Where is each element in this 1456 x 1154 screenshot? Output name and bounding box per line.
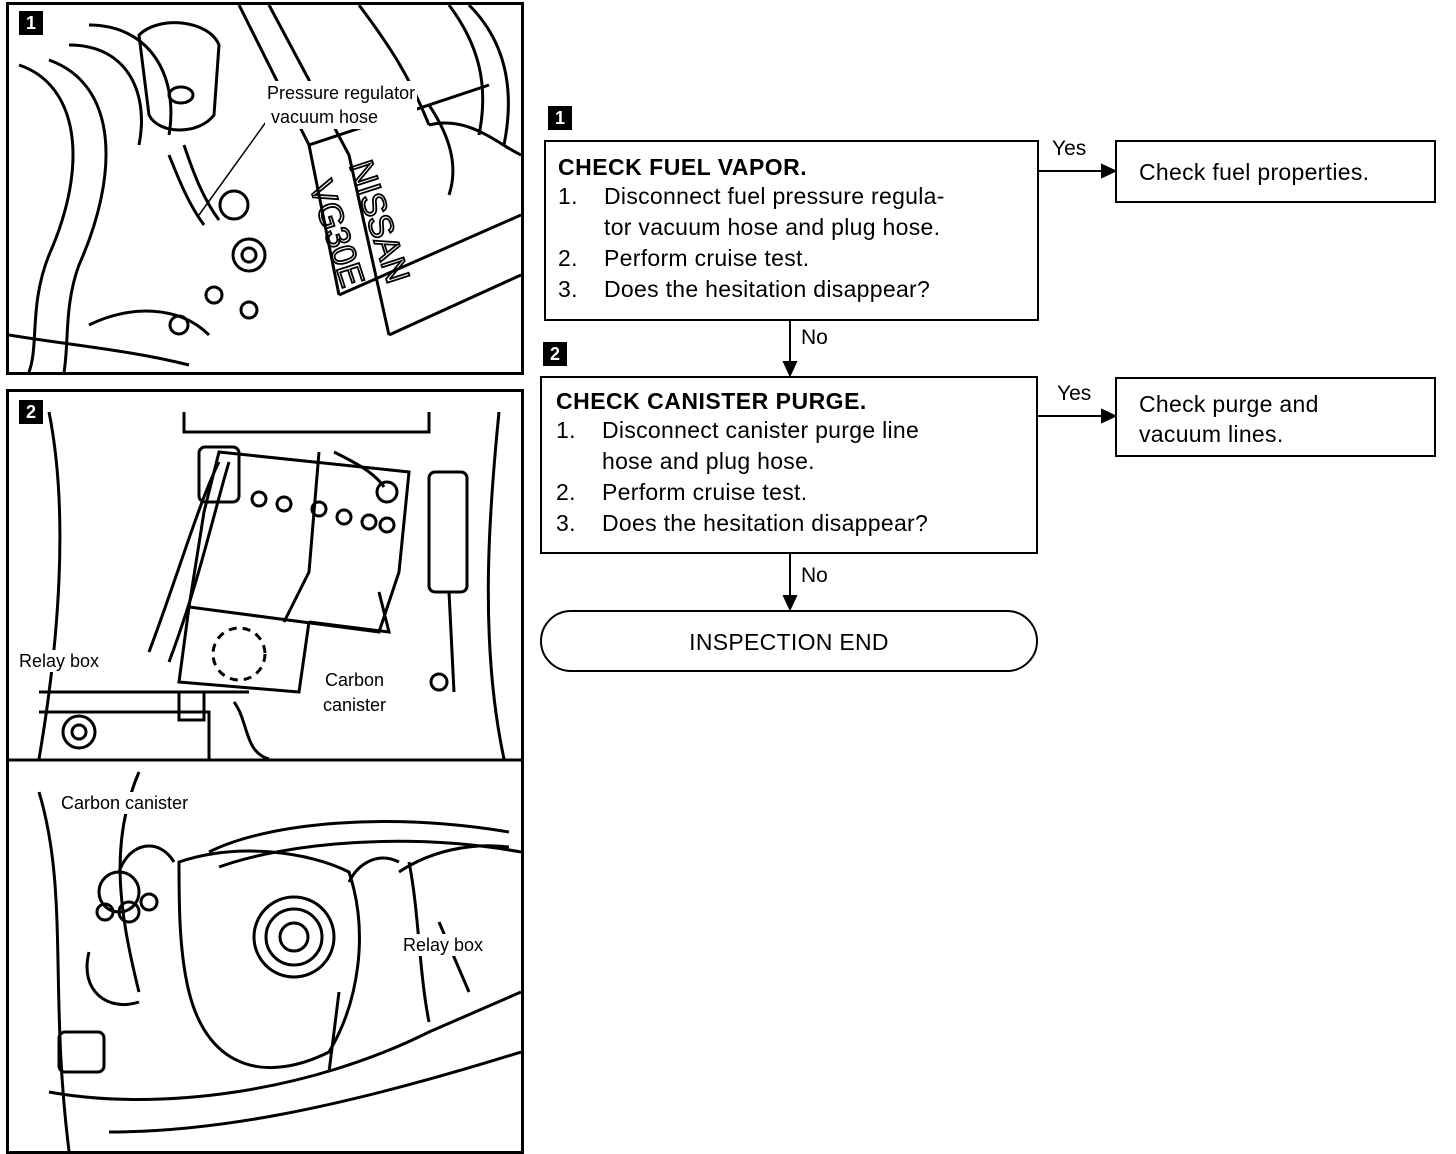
step-1-yes-label: Yes xyxy=(1052,137,1087,160)
step-2-item: 1.Disconnect canister purge line xyxy=(556,417,920,443)
step-1-yes-result-box: Check fuel properties. xyxy=(1115,140,1436,203)
label-pressure-regulator-vacuum-hose: Pressure regulator vacuum hose xyxy=(265,81,418,129)
yes-arrowhead-2 xyxy=(1101,408,1118,424)
inspection-end-terminal: INSPECTION END xyxy=(540,610,1038,672)
label-carbon-canister-top: Carbon canister xyxy=(321,668,389,718)
step-2-yes-label: Yes xyxy=(1057,382,1092,405)
step-badge-1: 1 xyxy=(548,106,572,130)
step-2-item: 2.Perform cruise test. xyxy=(556,479,808,505)
step-1-item: 1.Disconnect fuel pressure regula- xyxy=(558,183,945,209)
step-2-no-label: No xyxy=(801,564,828,587)
yes-arrowhead-1 xyxy=(1101,163,1118,179)
step-1-box: CHECK FUEL VAPOR. 1.Disconnect fuel pres… xyxy=(544,140,1039,321)
engine-illustration-2 xyxy=(9,411,521,1151)
step-2-item: 3.Does the hesitation disappear? xyxy=(556,510,929,536)
illustration-panel-2: 2 Relay box Carbon canister Carbon canis… xyxy=(6,389,524,1154)
step-2-item: hose and plug hose. xyxy=(602,448,815,474)
step-1-yes-result: Check fuel properties. xyxy=(1139,159,1370,185)
step-1-item: tor vacuum hose and plug hose. xyxy=(604,214,941,240)
step-2-yes-result-box: Check purge and vacuum lines. xyxy=(1115,377,1436,457)
label-carbon-canister-bottom: Carbon canister xyxy=(59,792,191,814)
step-2-yes-result-line: vacuum lines. xyxy=(1139,421,1284,447)
step-2-title: CHECK CANISTER PURGE. xyxy=(556,388,867,414)
step-2-yes-result-line: Check purge and xyxy=(1139,391,1319,417)
step-badge-2: 2 xyxy=(543,342,567,366)
no-arrowhead-1 xyxy=(782,361,798,378)
step-2-box: CHECK CANISTER PURGE. 1.Disconnect canis… xyxy=(540,376,1038,554)
engine-illustration-1: VG30E NISSAN xyxy=(9,5,521,372)
step-1-title: CHECK FUEL VAPOR. xyxy=(558,154,808,180)
figure-badge-1: 1 xyxy=(19,11,43,35)
step-1-item: 2.Perform cruise test. xyxy=(558,245,810,271)
label-relay-box-top: Relay box xyxy=(17,650,102,672)
step-1-item: 3.Does the hesitation disappear? xyxy=(558,276,931,302)
step-1-no-label: No xyxy=(801,326,828,349)
illustration-panel-1: VG30E NISSAN 1 Pressure regulator vacuum… xyxy=(6,2,524,375)
inspection-end-label: INSPECTION END xyxy=(689,629,889,655)
label-relay-box-bottom: Relay box xyxy=(401,934,486,956)
figure-badge-2: 2 xyxy=(19,400,43,424)
no-arrowhead-2 xyxy=(782,595,798,612)
